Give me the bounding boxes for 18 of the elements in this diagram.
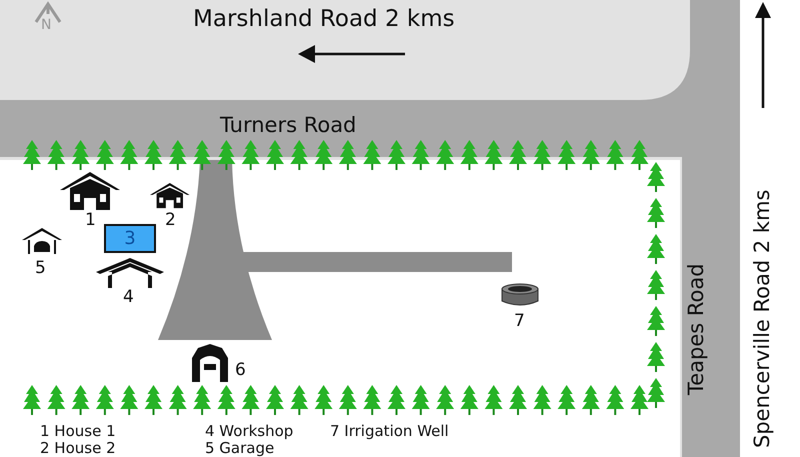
callout-number: 6	[235, 362, 246, 379]
callout-number: 4	[123, 289, 134, 306]
legend-item: 4 Workshop	[205, 424, 294, 439]
callout-number: 2	[165, 212, 176, 229]
callout-number: 7	[514, 313, 525, 330]
road-label: Teapes Road	[686, 263, 707, 395]
legend-item: 2 House 2	[40, 441, 116, 456]
compass-label: N	[41, 18, 52, 32]
legend-item: 1 House 1	[40, 424, 116, 439]
legend-item: 5 Garage	[205, 441, 274, 456]
callout-number: 5	[35, 260, 46, 277]
road-label: Marshland Road 2 kms	[193, 8, 455, 31]
road-label: Spencerville Road 2 kms	[752, 190, 773, 448]
callout-number: 3	[124, 228, 136, 249]
legend-item: 7 Irrigation Well	[330, 424, 449, 439]
callout-number: 1	[85, 212, 96, 229]
road-label: Turners Road	[220, 115, 356, 136]
pool-box	[104, 224, 156, 253]
